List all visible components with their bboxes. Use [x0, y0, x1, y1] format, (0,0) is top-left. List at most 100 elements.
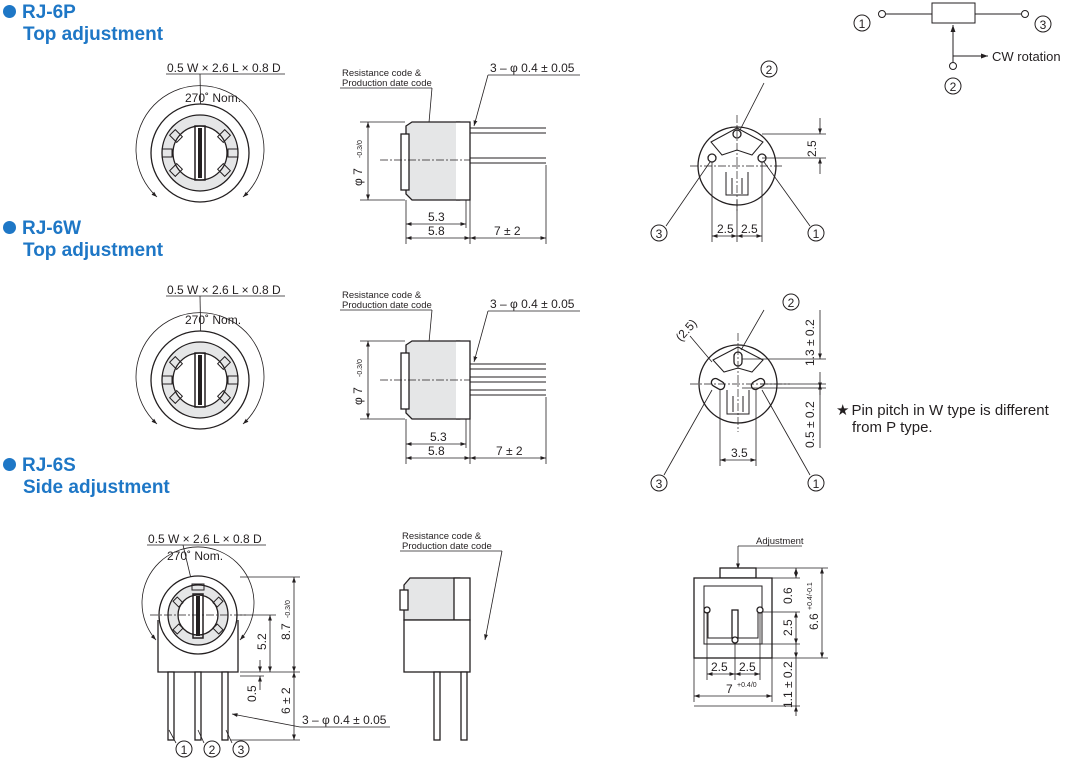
lead-label: 3 – φ 0.4 ± 0.05	[302, 713, 387, 727]
code-label-2: Production date code	[342, 300, 432, 311]
pin-pitch-note: ★Pin pitch in W type is different from P…	[836, 402, 1049, 436]
adjust-type: Side adjustment	[23, 477, 170, 498]
dim-5-8: 5.8	[428, 444, 445, 458]
pin-2-number: 2	[766, 63, 773, 77]
pin-1-number: 1	[181, 743, 188, 757]
rj6s-front-view: 0.5 W × 2.6 L × 0.8 D 270˚ Nom. 5.2 8.7 …	[141, 532, 390, 758]
rotation-arc	[135, 85, 265, 198]
rotation-arc	[141, 546, 255, 641]
pin-1-circle	[807, 474, 825, 492]
pin-2-number: 2	[950, 80, 957, 94]
pin-1-number: 1	[813, 477, 820, 491]
bullet-icon	[3, 221, 16, 234]
terminal-icon	[1021, 10, 1029, 18]
star-icon: ★	[836, 402, 850, 419]
rotation-label: 270˚ Nom.	[167, 549, 223, 563]
lead-label: 3 – φ 0.4 ± 0.05	[490, 61, 575, 75]
code-label-1: Resistance code &	[402, 531, 482, 542]
slot-label: 0.5 W × 2.6 L × 0.8 D	[167, 283, 281, 297]
dim-1-1: 1.1 ± 0.2	[781, 661, 795, 708]
pin-3-circle	[1034, 15, 1052, 33]
schematic-symbol: 1 3 CW rotation 2	[853, 2, 1061, 95]
dim-1-3: 1.3 ± 0.2	[803, 319, 817, 366]
rj6p-top-view: 0.5 W × 2.6 L × 0.8 D 270˚ Nom.	[135, 61, 285, 203]
dim-2-5-a: 2.5	[711, 660, 728, 674]
pin-2-circle	[203, 740, 221, 758]
slot-label: 0.5 W × 2.6 L × 0.8 D	[167, 61, 281, 75]
note-line-2: from P type.	[852, 419, 933, 436]
pin-3-number: 3	[656, 227, 663, 241]
pin-3-circle	[232, 740, 250, 758]
rj6s-bottom-view: Adjustment 2.5 2.5 7 +0.4/0 0.6 2.5 6.6	[693, 536, 828, 716]
rj6s-side-view: Resistance code & Production date code	[399, 531, 503, 741]
dim-0-5: 0.5 ± 0.2	[803, 401, 817, 448]
pin-3-number: 3	[1040, 18, 1047, 32]
pin-1-number: 1	[859, 17, 866, 31]
dim-7: 7	[726, 682, 733, 696]
pin-1-circle	[175, 740, 193, 758]
dim-8-7-tol: -0.3/0	[285, 600, 292, 618]
dim-0-6: 0.6	[781, 587, 795, 604]
resistor-icon	[931, 2, 976, 24]
pin-2-circle	[944, 77, 962, 95]
heading-rj6w: RJ-6W Top adjustment	[3, 218, 163, 262]
pin-3-circle	[650, 474, 668, 492]
rotation-arc	[135, 312, 265, 425]
dim-2-5-vert: 2.5	[805, 140, 819, 157]
code-label-2: Production date code	[402, 541, 492, 552]
terminal-icon	[878, 10, 886, 18]
pin-1-circle	[853, 14, 871, 32]
rotation-label: 270˚ Nom.	[185, 91, 241, 105]
diameter-tol: -0.3/0	[357, 359, 364, 377]
pin-2-circle	[760, 60, 778, 78]
lead-label: 3 – φ 0.4 ± 0.05	[490, 297, 575, 311]
cw-rotation-label: CW rotation	[992, 49, 1061, 64]
pin-3-number: 3	[238, 743, 245, 757]
dim-3-5: 3.5	[731, 446, 748, 460]
pin-1-number: 1	[813, 227, 820, 241]
diameter-tol: -0.3/0	[357, 140, 364, 158]
dim-0-5: 0.5	[245, 685, 259, 702]
rj6w-top-view: 0.5 W × 2.6 L × 0.8 D 270˚ Nom.	[135, 283, 285, 430]
rj6w-bottom-view: 1.3 ± 0.2 0.5 ± 0.2 3.5 (2.5) 2 3 1	[650, 293, 826, 492]
dim-2-5-angle: (2.5)	[673, 316, 700, 344]
adjust-type: Top adjustment	[23, 240, 164, 261]
dim-5-3: 5.3	[430, 430, 447, 444]
pin-3-circle	[650, 224, 668, 242]
bullet-icon	[3, 458, 16, 471]
dim-5-8: 5.8	[428, 224, 445, 238]
dim-2-5-vert: 2.5	[781, 619, 795, 636]
heading-rj6s: RJ-6S Side adjustment	[3, 455, 170, 499]
code-label-1: Resistance code &	[342, 68, 422, 79]
rj6p-side-view: Resistance code & Production date code 3…	[340, 61, 580, 244]
code-label-2: Production date code	[342, 78, 432, 89]
dim-5-3: 5.3	[428, 210, 445, 224]
pin-1-circle	[807, 224, 825, 242]
dim-7-tol: +0.4/0	[737, 682, 757, 689]
slot-label: 0.5 W × 2.6 L × 0.8 D	[148, 532, 262, 546]
dim-7: 7 ± 2	[496, 444, 523, 458]
heading-rj6p: RJ-6P Top adjustment	[3, 2, 163, 46]
dim-8-7: 8.7	[279, 623, 293, 640]
dim-5-2: 5.2	[255, 633, 269, 650]
dim-6-6-tol: +0.4/-0.1	[807, 582, 814, 610]
rj6p-bottom-view: 2.5 2.5 2.5 2 3 1	[650, 60, 826, 242]
dim-6: 6 ± 2	[279, 687, 293, 714]
diameter-label: φ 7	[351, 387, 365, 405]
pin-2-number: 2	[788, 296, 795, 310]
pin-2-number: 2	[209, 743, 216, 757]
pin-3-number: 3	[656, 477, 663, 491]
dim-7: 7 ± 2	[494, 224, 521, 238]
rj6w-side-view: Resistance code & Production date code 3…	[340, 290, 580, 464]
dim-6-6: 6.6	[807, 613, 821, 630]
model-name: RJ-6P	[22, 2, 76, 23]
model-name: RJ-6W	[22, 218, 82, 239]
rotation-label: 270˚ Nom.	[185, 313, 241, 327]
model-name: RJ-6S	[22, 455, 76, 476]
adjust-type: Top adjustment	[23, 24, 164, 45]
bullet-icon	[3, 5, 16, 18]
terminal-icon	[949, 62, 957, 70]
dim-pitch-b: 2.5	[741, 222, 758, 236]
adjustment-label: Adjustment	[756, 536, 804, 547]
